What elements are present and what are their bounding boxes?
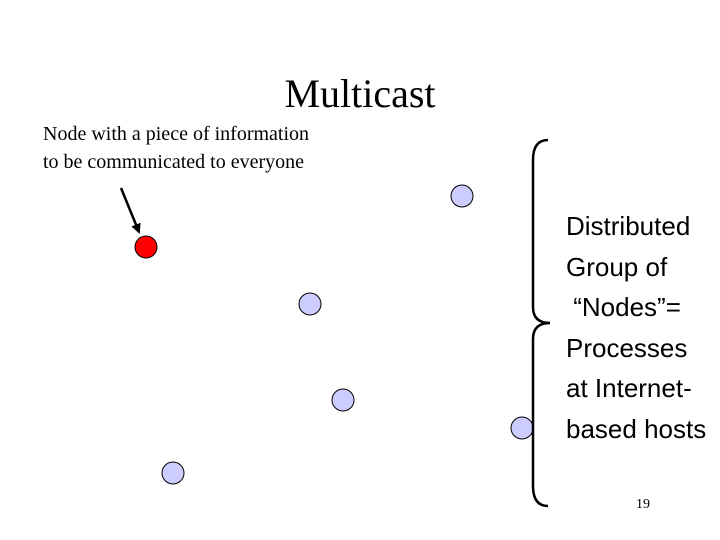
group-node [450, 184, 474, 208]
pointer-arrow [119, 187, 141, 234]
group-label-line: “Nodes”= [566, 292, 681, 322]
group-node [510, 416, 534, 440]
group-brace [531, 138, 551, 508]
page-number: 19 [636, 497, 650, 512]
group-label-line: based hosts [566, 413, 707, 444]
source-node [134, 235, 158, 259]
group-label-line: Processes [566, 332, 688, 363]
slide-title: Multicast [284, 71, 436, 116]
group-node [331, 388, 355, 412]
source-node-note: Node with a piece of information to be c… [43, 120, 403, 176]
note-line-1: Node with a piece of information [43, 123, 310, 145]
note-line-2: to be communicated to everyone [43, 151, 305, 173]
group-node [298, 292, 322, 316]
group-label-line: Distributed [566, 211, 691, 241]
group-label-line: Group of [566, 251, 668, 282]
group-node [161, 461, 185, 485]
group-label-line: at Internet- [566, 373, 692, 403]
